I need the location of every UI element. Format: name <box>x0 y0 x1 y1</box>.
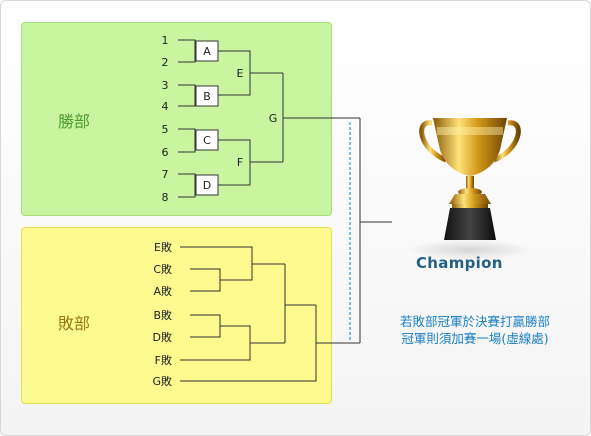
bracket-line <box>178 173 196 198</box>
match-label-e: E <box>237 67 244 80</box>
rule-note-line: 若敗部冠軍於決賽打贏勝部 <box>399 314 550 329</box>
match-box-a <box>195 40 219 62</box>
match-label-g: G <box>269 112 278 125</box>
loser-entry: D敗 <box>153 330 172 344</box>
seed-label: 1 <box>162 34 169 47</box>
champion-caption: Champion <box>416 254 503 272</box>
match-box-b <box>195 85 219 107</box>
loser-entry: B敗 <box>153 308 172 322</box>
winners-bracket-panel <box>21 22 332 216</box>
loser-entry: C敗 <box>153 262 172 276</box>
bracket-line <box>178 128 196 153</box>
bracket-line <box>180 246 253 281</box>
loser-entry: F敗 <box>155 353 172 367</box>
match-box-d <box>195 174 219 196</box>
seed-label: 7 <box>162 168 169 181</box>
bracket-line <box>218 50 251 96</box>
seed-label: 5 <box>162 123 169 136</box>
loser-entry: A敗 <box>153 284 172 298</box>
losers-bracket-title: 敗部 <box>58 314 91 333</box>
match-box-c <box>195 129 219 151</box>
match-label-b: B <box>203 90 211 103</box>
match-label-d: D <box>203 179 211 192</box>
seed-label: 6 <box>162 146 169 159</box>
bracket-line <box>190 314 221 338</box>
trophy-icon <box>408 118 532 260</box>
match-label-f: F <box>237 156 243 169</box>
loser-entry: G敗 <box>152 374 172 388</box>
match-label-c: C <box>203 134 211 147</box>
seed-label: 3 <box>162 79 169 92</box>
bracket-line <box>178 39 196 63</box>
bracket-line <box>178 84 196 107</box>
seed-label: 2 <box>162 56 169 69</box>
bracket-line <box>190 268 221 292</box>
seed-label: 8 <box>162 191 169 204</box>
winners-bracket-title: 勝部 <box>58 112 91 131</box>
loser-entry: E敗 <box>154 240 172 254</box>
bracket-line <box>180 305 317 382</box>
rule-note-line: 冠軍則須加賽一場(虛線處) <box>401 331 549 346</box>
bracket-line <box>180 325 251 361</box>
match-label-a: A <box>203 45 211 58</box>
bracket-line <box>218 139 251 186</box>
losers-bracket-panel <box>21 227 332 404</box>
rule-note: 若敗部冠軍於決賽打贏勝部 冠軍則須加賽一場(虛線處) <box>382 313 568 347</box>
seed-label: 4 <box>162 100 169 113</box>
